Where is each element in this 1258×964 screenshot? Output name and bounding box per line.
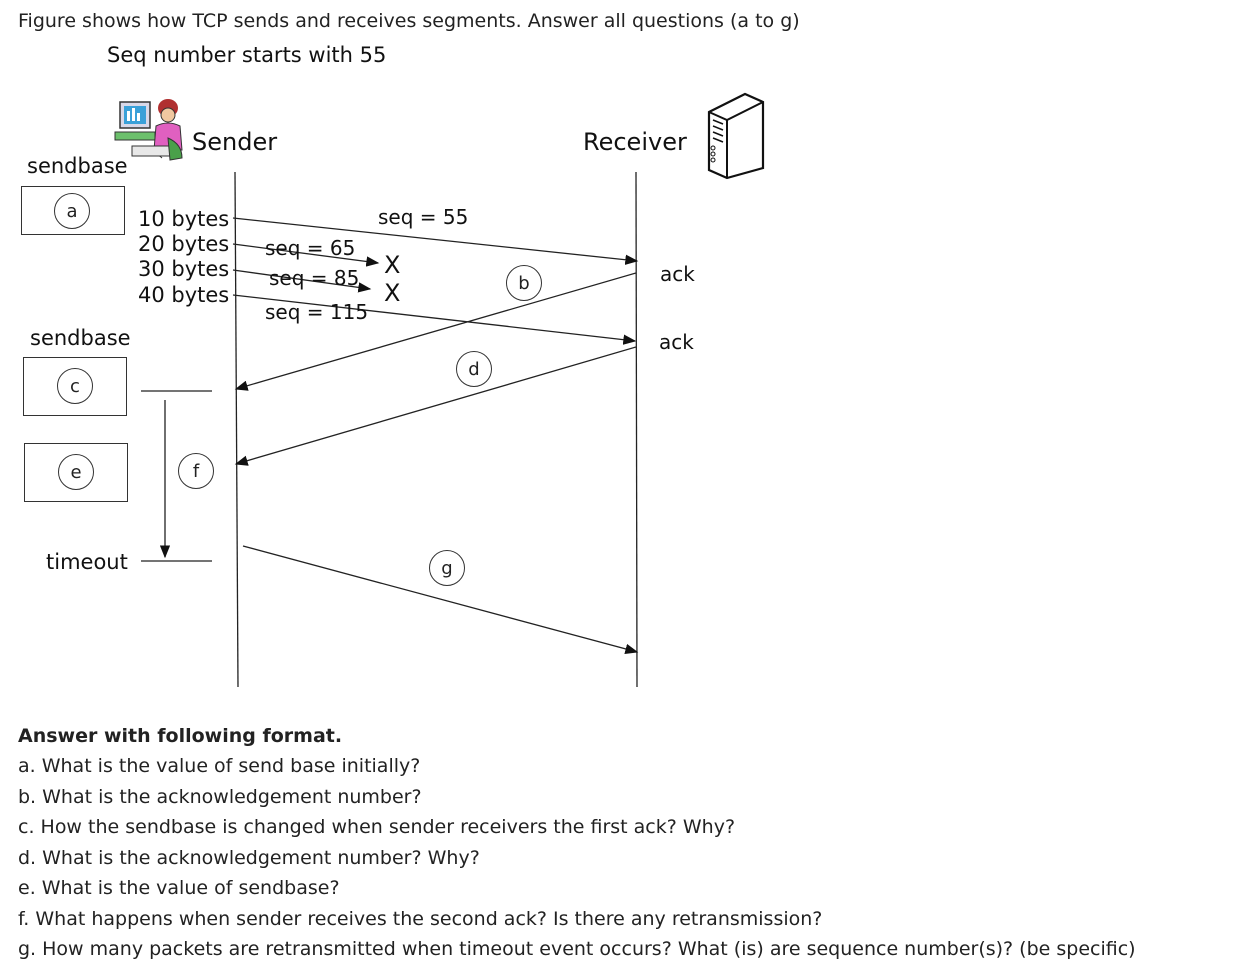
questions-header: Answer with following format.	[18, 725, 343, 747]
seq-label: seq = 115	[265, 300, 369, 324]
sender-computer-icon	[112, 98, 190, 164]
intro-line: Figure shows how TCP sends and receives …	[18, 10, 800, 32]
seg-85-arrow	[232, 269, 372, 293]
segment-size: 40 bytes	[138, 283, 230, 307]
sendbase-label: sendbase	[30, 326, 131, 350]
question-item: g. How many packets are retransmitted wh…	[18, 938, 1136, 960]
label-circle-e: e	[58, 454, 94, 490]
seg-115-arrow	[232, 294, 637, 345]
sender-label: Sender	[192, 128, 278, 156]
seg-65-arrow	[232, 243, 380, 267]
timeout-label: timeout	[46, 550, 128, 574]
seg-55-arrow	[232, 217, 639, 265]
ack-1-arrow	[234, 272, 637, 391]
retransmit-arrow	[242, 545, 639, 654]
label-circle-c: c	[57, 368, 93, 404]
ack-label: ack	[659, 330, 694, 354]
receiver-label: Receiver	[583, 128, 687, 156]
label-circle-f: f	[178, 453, 214, 489]
question-item: a. What is the value of send base initia…	[18, 755, 421, 777]
ack-2-arrow	[234, 346, 637, 466]
question-item: f. What happens when sender receives the…	[18, 908, 823, 930]
receiver-server-icon	[703, 90, 767, 180]
segment-size: 20 bytes	[138, 232, 230, 256]
question-item: b. What is the acknowledgement number?	[18, 786, 422, 808]
receiver-timeline	[635, 171, 638, 688]
label-circle-d: d	[456, 351, 492, 387]
seq-label: seq = 55	[378, 205, 469, 229]
question-item: e. What is the value of sendbase?	[18, 877, 340, 899]
segment-size: 30 bytes	[138, 257, 230, 281]
seq-label: seq = 65	[265, 236, 356, 260]
label-circle-g: g	[429, 550, 465, 586]
ack-label: ack	[660, 262, 695, 286]
sender-timeline	[234, 171, 239, 688]
segment-size: 10 bytes	[138, 207, 230, 231]
seq-label: seq = 85	[269, 266, 360, 290]
question-item: c. How the sendbase is changed when send…	[18, 816, 736, 838]
seq-start-note: Seq number starts with 55	[107, 43, 387, 67]
question-item: d. What is the acknowledgement number? W…	[18, 847, 480, 869]
sendbase-label: sendbase	[27, 154, 128, 178]
label-circle-a: a	[54, 193, 90, 229]
packet-loss-mark: X	[384, 251, 401, 279]
label-circle-b: b	[506, 265, 542, 301]
packet-loss-mark: X	[384, 279, 401, 307]
